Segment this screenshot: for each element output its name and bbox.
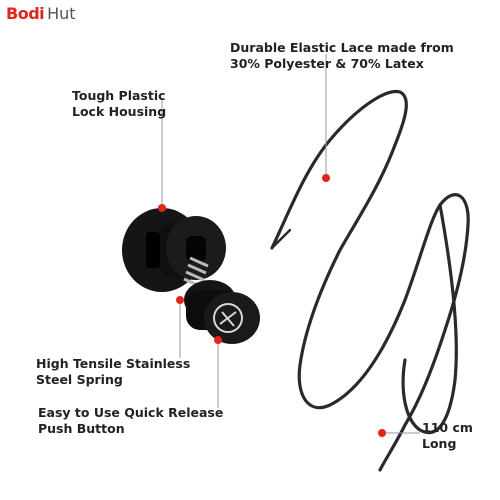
callout-spring-line1: High Tensile Stainless [36, 356, 191, 371]
brand-logo: Bodi Hut [6, 4, 76, 24]
callout-elastic-lace-line1: Durable Elastic Lace made from [230, 40, 454, 55]
callout-dot-lock-housing [158, 204, 166, 212]
callout-length-line1: 110 cm [422, 420, 473, 435]
brand-logo-prefix: Bodi [6, 4, 45, 23]
callout-spring-line2: Steel Spring [36, 372, 123, 387]
callout-lock-housing-line1: Tough Plastic [72, 88, 166, 103]
steel-spring [183, 256, 209, 289]
push-button [184, 280, 260, 344]
callout-spring: High Tensile Stainless Steel Spring [36, 356, 190, 388]
callout-dot-push-button [214, 336, 222, 344]
callout-lock-housing: Tough Plastic Lock Housing [72, 88, 166, 120]
elastic-lace [270, 89, 470, 472]
button-emblem-icon [213, 303, 243, 333]
lock-housing [122, 208, 226, 292]
callout-push-button: Easy to Use Quick Release Push Button [38, 405, 223, 437]
callout-elastic-lace: Durable Elastic Lace made from 30% Polye… [230, 40, 454, 72]
callout-dot-elastic-lace [322, 174, 330, 182]
callout-lock-housing-line2: Lock Housing [72, 104, 167, 119]
callout-dot-length [378, 429, 386, 437]
callout-elastic-lace-line2: 30% Polyester & 70% Latex [230, 56, 424, 71]
callout-dot-spring [176, 296, 184, 304]
callout-push-button-line2: Push Button [38, 421, 125, 436]
callout-push-button-line1: Easy to Use Quick Release [38, 405, 224, 420]
callout-length-line2: Long [422, 436, 457, 451]
callout-length: 110 cm Long [422, 420, 473, 452]
brand-logo-suffix: Hut [47, 4, 76, 23]
